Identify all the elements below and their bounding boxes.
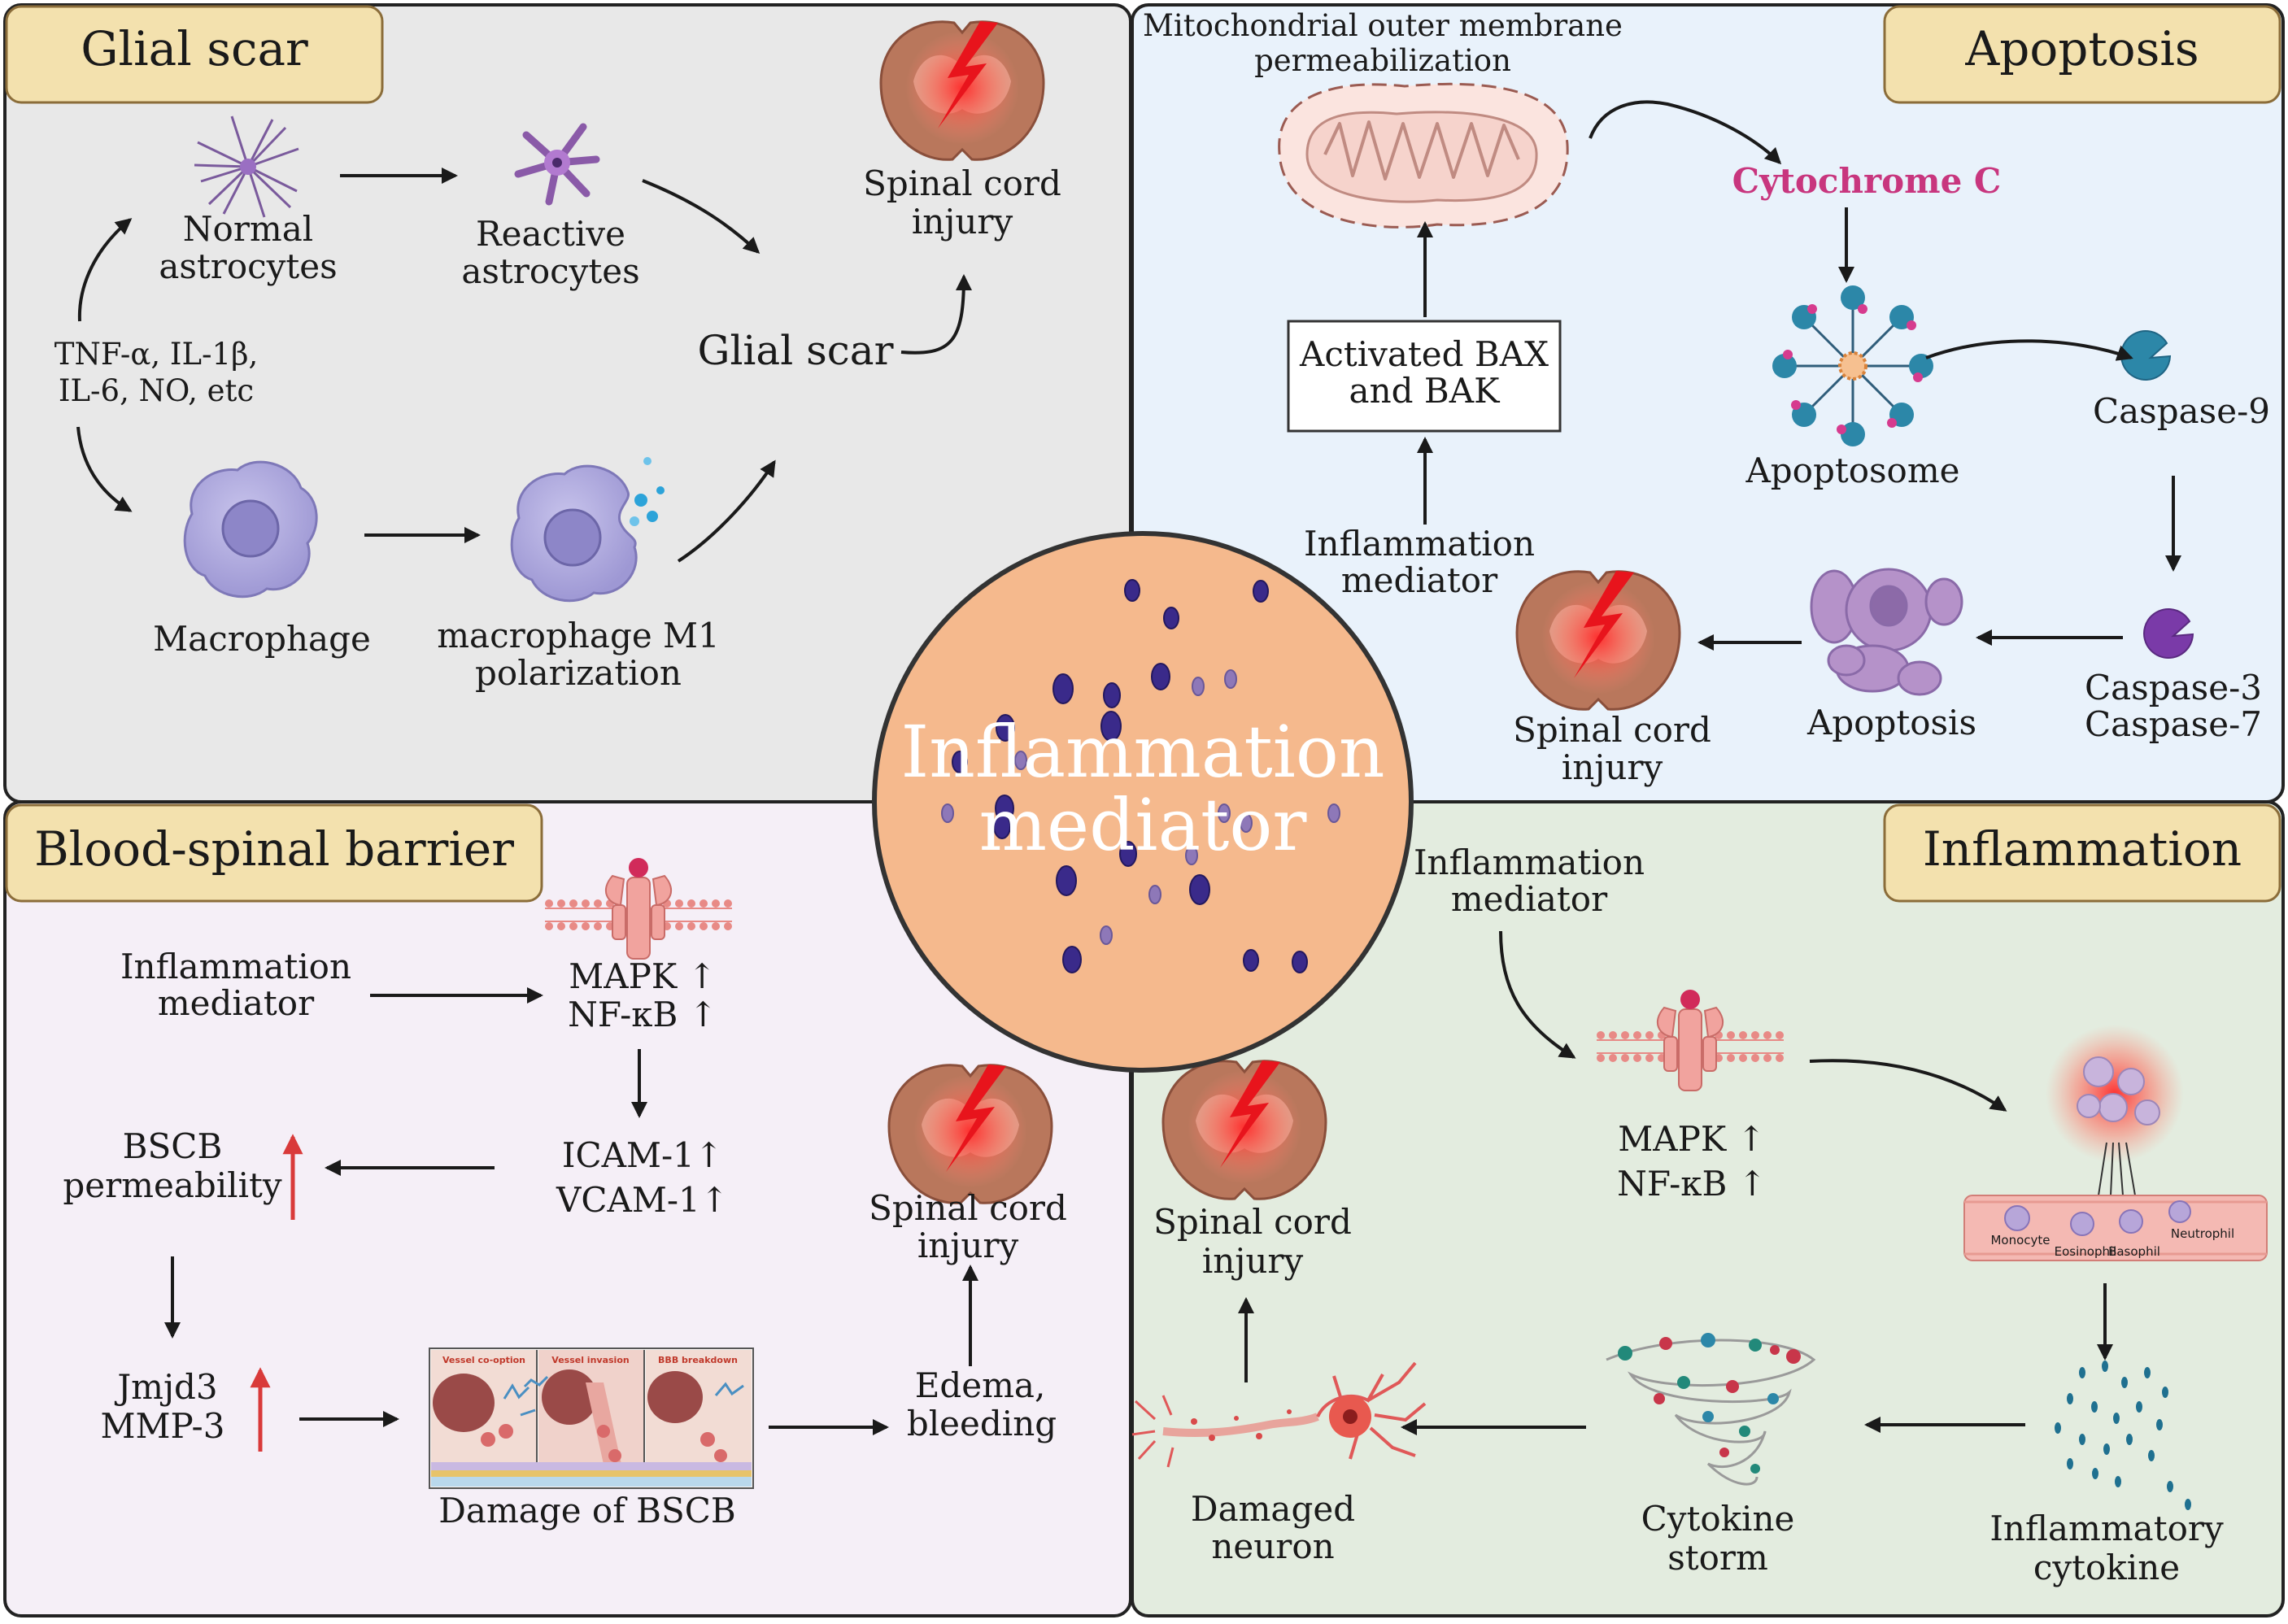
edema-label-2: bleeding [907, 1404, 1057, 1443]
apoptosis-sci-label-1: Spinal cord [1513, 710, 1711, 750]
bscb-mediator-label-2: mediator [158, 983, 315, 1023]
infl-spinal-cord-icon [1161, 1059, 1327, 1200]
mmp3-label: MMP-3 [101, 1406, 225, 1446]
bax-bak-box: Activated BAX and BAK [1287, 320, 1562, 433]
inflammation-title: Inflammation [1923, 821, 2242, 877]
glial-scar-title: Glial scar [81, 21, 308, 76]
glial-scar-title-tab: Glial scar [5, 5, 384, 104]
apoptosis-sci-label-2: injury [1562, 747, 1663, 787]
macrophage-icon [183, 460, 318, 599]
apoptosis-mediator-label-1: Inflammation [1304, 524, 1535, 564]
caspase-9-label: Caspase-9 [2093, 391, 2270, 431]
reactive-astrocyte-icon [514, 123, 600, 206]
vcam-label: VCAM-1↑ [556, 1180, 729, 1220]
apoptotic-cell-icon [1810, 568, 1963, 696]
edema-label-1: Edema, [915, 1365, 1046, 1405]
inflammatory-cytokine-icon [2055, 1361, 2191, 1510]
hub-label-1: Inflammation [900, 710, 1384, 794]
apoptosis-title-tab: Apoptosis [1883, 5, 2281, 104]
bscb-spinal-cord-icon [887, 1063, 1053, 1204]
glial-sci-label-2: injury [912, 202, 1013, 242]
cytokine-storm-icon [1606, 1333, 1816, 1486]
bscb-perm-label-2: permeability [63, 1165, 282, 1205]
inflammatory-cytokine-label-1: Inflammatory [1989, 1509, 2224, 1548]
vessel-cooption-label: Vessel co-option [442, 1355, 525, 1365]
infl-sci-label-2: injury [1202, 1241, 1304, 1281]
bax-bak-label-2: and BAK [1349, 371, 1501, 411]
apoptosome-label: Apoptosome [1745, 451, 1959, 490]
m1-macrophage-icon [510, 457, 665, 603]
cytochrome-c-label: Cytochrome C [1732, 161, 2002, 201]
mitochondrion-icon [1278, 82, 1569, 229]
infl-sci-label-1: Spinal cord [1153, 1202, 1352, 1242]
monocyte-label: Monocyte [1990, 1233, 2050, 1247]
cytokine-storm-label-2: storm [1667, 1538, 1768, 1578]
apoptosis-title: Apoptosis [1964, 21, 2199, 76]
damaged-neuron-label-2: neuron [1211, 1526, 1334, 1566]
bscb-mediator-label-1: Inflammation [120, 947, 351, 986]
eosinophil-label: Eosinophil [2055, 1244, 2117, 1259]
normal-astrocytes-label-1: Normal [183, 209, 313, 249]
bscb-arrows [164, 987, 978, 1435]
glial-spinal-cord-icon [879, 20, 1045, 161]
bax-bak-label-1: Activated BAX [1299, 334, 1549, 374]
normal-astrocytes-label-2: astrocytes [159, 246, 337, 286]
inflammation-mediator-hub: Inflammation mediator [872, 531, 1414, 1073]
hub-label-2: mediator [979, 783, 1308, 867]
caspase-7-label: Caspase-7 [2085, 704, 2262, 744]
apoptosis-mediator-label-2: mediator [1341, 560, 1498, 600]
inflammation-title-tab: Inflammation [1883, 803, 2281, 903]
infl-mediator-label-2: mediator [1451, 879, 1608, 919]
glial-arrows [76, 168, 972, 563]
bscb-nfkb-label: NF-κB ↑ [568, 995, 717, 1034]
bscb-sci-label-2: injury [917, 1226, 1019, 1265]
basophil-label: Basophil [2108, 1244, 2160, 1259]
momp-label-2: permeabilization [1254, 43, 1511, 78]
bscb-mapk-label: MAPK ↑ [569, 956, 717, 996]
bscb-title: Blood-spinal barrier [34, 821, 514, 877]
reactive-astrocytes-label-1: Reactive [476, 214, 625, 254]
infl-mapk-label: MAPK ↑ [1618, 1119, 1766, 1159]
inflammatory-cytokine-label-2: cytokine [2033, 1548, 2180, 1587]
icam-label: ICAM-1↑ [562, 1135, 723, 1175]
apoptosis-spinal-cord-icon [1515, 569, 1681, 711]
apoptosis-label: Apoptosis [1806, 703, 1976, 742]
momp-label-1: Mitochondrial outer membrane [1143, 8, 1623, 43]
infl-nfkb-label: NF-κB ↑ [1617, 1164, 1767, 1204]
apoptosis-arrows [1417, 100, 2181, 651]
glial-scar-node: Glial scar [698, 327, 894, 374]
bscb-perm-label-1: BSCB [123, 1126, 223, 1166]
bscb-damage-label: Damage of BSCB [438, 1491, 736, 1530]
macrophage-label: Macrophage [153, 619, 371, 659]
glial-sci-label-1: Spinal cord [863, 163, 1061, 203]
inflammation-arrows [1238, 930, 2113, 1435]
neutrophil-label: Neutrophil [2171, 1226, 2234, 1241]
cytokine-list-label-1: TNF-α, IL-1β, [54, 337, 258, 372]
m1-polarization-label-2: polarization [475, 653, 682, 693]
m1-polarization-label-1: macrophage M1 [437, 616, 720, 655]
inflammation-panel [1131, 800, 2285, 1617]
apoptosome-icon [1772, 285, 1933, 446]
infl-mediator-label-1: Inflammation [1414, 842, 1645, 882]
damaged-neuron-label-1: Damaged [1191, 1489, 1355, 1529]
reactive-astrocytes-label-2: astrocytes [461, 251, 639, 291]
caspase-3-7-icon [2143, 607, 2194, 659]
bbb-breakdown-label: BBB breakdown [658, 1355, 738, 1365]
cytokine-list-label-2: IL-6, NO, etc [59, 373, 254, 408]
bscb-damage-illustration: Vessel co-option Vessel invasion BBB bre… [429, 1348, 754, 1489]
caspase-3-label: Caspase-3 [2085, 668, 2262, 708]
bscb-title-tab: Blood-spinal barrier [5, 803, 543, 903]
cytokine-storm-label-1: Cytokine [1641, 1499, 1795, 1539]
vessel-invasion-label: Vessel invasion [551, 1355, 629, 1365]
immune-cells-vessel: Monocyte Eosinophil Basophil Neutrophil [1963, 1025, 2268, 1261]
bscb-up-arrows [250, 1134, 303, 1452]
jmjd3-label: Jmjd3 [114, 1367, 217, 1407]
normal-astrocyte-icon [194, 115, 299, 218]
bscb-sci-label-1: Spinal cord [869, 1188, 1067, 1228]
